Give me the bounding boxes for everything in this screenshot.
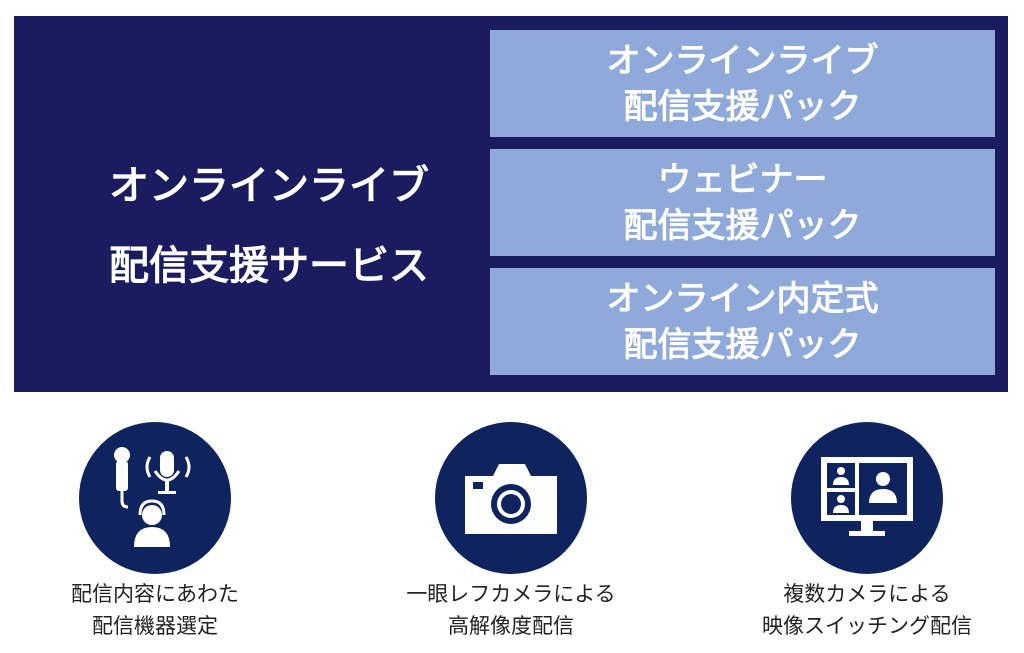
feature-caption-line1: 配信内容にあわた bbox=[71, 582, 239, 606]
service-title: オンラインライブ 配信支援サービス bbox=[54, 146, 484, 306]
microphone-headset-icon bbox=[79, 422, 231, 574]
feature-equipment: 配信内容にあわた 配信機器選定 bbox=[5, 422, 305, 642]
feature-switching: 複数カメラによる 映像スイッチング配信 bbox=[717, 422, 1017, 642]
feature-caption-line1: 一眼レフカメラによる bbox=[406, 582, 616, 606]
pack-line2: 配信支援パック bbox=[623, 86, 862, 127]
pack-line2: 配信支援パック bbox=[623, 205, 862, 246]
title-line2: 配信支援サービス bbox=[109, 243, 429, 289]
pack-line1: オンライン内定式 bbox=[606, 278, 879, 319]
feature-caption-line2: 配信機器選定 bbox=[92, 614, 218, 638]
camera-icon bbox=[435, 422, 587, 574]
feature-camera: 一眼レフカメラによる 高解像度配信 bbox=[361, 422, 661, 642]
pack-line1: オンラインライブ bbox=[606, 40, 879, 81]
pack-line2: 配信支援パック bbox=[623, 324, 862, 365]
feature-caption-line2: 映像スイッチング配信 bbox=[762, 614, 972, 638]
pack-line1: ウェビナー bbox=[657, 159, 828, 200]
title-line1: オンラインライブ bbox=[109, 163, 429, 209]
pack-naiteishiki: オンライン内定式 配信支援パック bbox=[490, 268, 995, 375]
pack-online-live: オンラインライブ 配信支援パック bbox=[490, 30, 995, 137]
feature-caption-line2: 高解像度配信 bbox=[448, 614, 574, 638]
feature-caption-line1: 複数カメラによる bbox=[783, 582, 951, 606]
pack-webinar: ウェビナー 配信支援パック bbox=[490, 149, 995, 256]
video-conference-monitor-icon bbox=[791, 422, 943, 574]
service-panel: オンラインライブ 配信支援サービス オンラインライブ 配信支援パック ウェビナー… bbox=[14, 16, 1008, 392]
